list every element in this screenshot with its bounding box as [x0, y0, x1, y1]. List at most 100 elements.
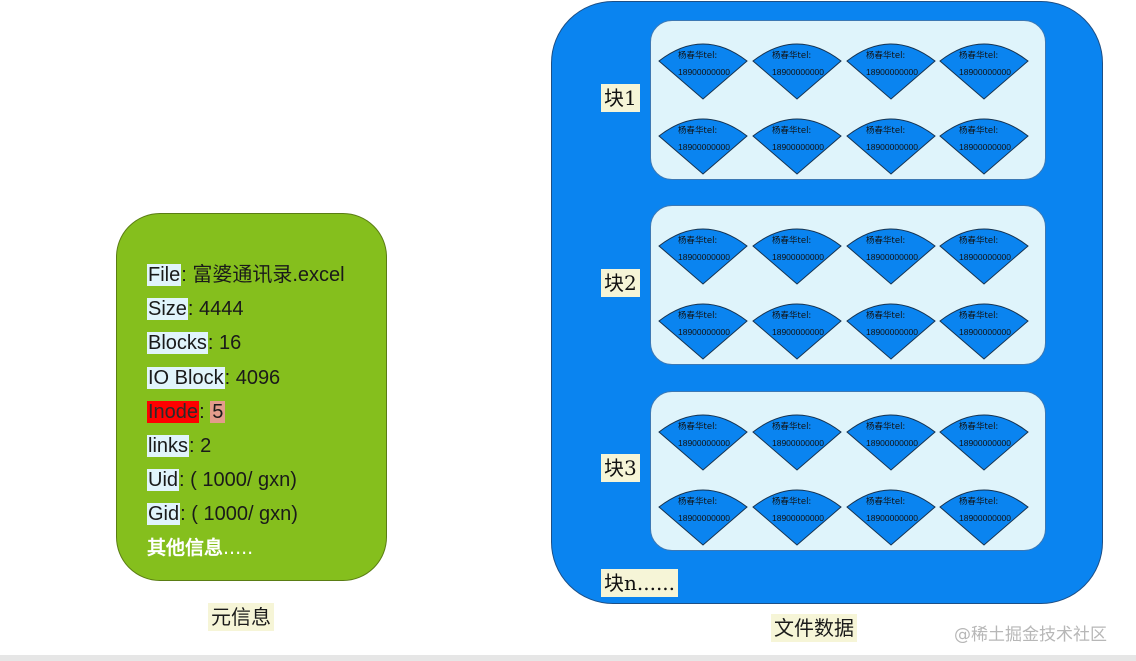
- fan-shape: [658, 43, 748, 100]
- record-phone: 18900000000: [772, 438, 825, 448]
- fan-shape: [658, 414, 748, 471]
- record-name: 杨春华tel:: [866, 126, 906, 136]
- record-name: 杨春华tel:: [866, 236, 906, 246]
- record-name: 杨春华tel:: [866, 422, 906, 432]
- record-fan: 杨春华tel:18900000000: [657, 487, 749, 549]
- fan-shape: [939, 228, 1029, 285]
- meta-value: : ( 1000/ gxn): [180, 503, 298, 525]
- fan-shape: [658, 489, 748, 546]
- record-fan: 杨春华tel: 18900000000: [938, 487, 1030, 549]
- record-fan: 杨春华tel:18900000000: [751, 41, 843, 103]
- meta-row-other: 其他信息.....: [147, 535, 253, 561]
- record-phone: 18900000000: [678, 67, 731, 77]
- record-phone: 18900000000: [959, 513, 1012, 523]
- record-name: 杨春华tel:: [772, 236, 812, 246]
- fan-shape: [846, 228, 936, 285]
- fan-shape: [846, 303, 936, 360]
- record-fan: 杨春华tel:18900000000: [938, 226, 1030, 288]
- metadata-caption: 元信息: [208, 603, 274, 631]
- record-phone: 18900000000: [959, 327, 1012, 337]
- fan-shape: [752, 414, 842, 471]
- record-name: 杨春华tel:: [678, 422, 718, 432]
- fan-shape: [752, 43, 842, 100]
- record-phone: 18900000000: [678, 327, 731, 337]
- record-name: 杨春华tel:: [772, 311, 812, 321]
- meta-value: : 2: [189, 435, 212, 457]
- record-phone: 18900000000: [772, 252, 825, 262]
- record-fan: 杨春华tel:18900000000: [845, 412, 937, 474]
- record-fan: 杨春华tel: 18900000000: [845, 301, 937, 363]
- file-data-caption: 文件数据: [771, 614, 857, 642]
- record-name: 杨春华tel:: [678, 236, 718, 246]
- record-fan: 杨春华tel:18900000000: [938, 412, 1030, 474]
- meta-key: Blocks: [147, 332, 208, 354]
- fan-shape: [846, 414, 936, 471]
- record-name: 杨春华tel:: [959, 126, 999, 136]
- fan-shape: [752, 118, 842, 175]
- record-fan: 杨春华tel: 18900000000: [845, 41, 937, 103]
- record-fan: 杨春华tel: 18900000000: [751, 226, 843, 288]
- record-name: 杨春华tel:: [959, 497, 999, 507]
- meta-row-links: links: 2: [147, 433, 211, 459]
- fan-shape: [752, 303, 842, 360]
- record-name: 杨春华tel:: [772, 497, 812, 507]
- record-phone: 18900000000: [678, 252, 731, 262]
- record-fan: 杨春华tel:18900000000: [657, 116, 749, 178]
- record-fan: 杨春华tel: 18900000000: [657, 301, 749, 363]
- record-fan: 杨春华tel:18900000000: [845, 226, 937, 288]
- meta-key: File: [147, 264, 182, 286]
- record-phone: 18900000000: [772, 142, 825, 152]
- fan-shape: [658, 228, 748, 285]
- record-phone: 18900000000: [866, 513, 919, 523]
- meta-row-uid: Uid: ( 1000/ gxn): [147, 467, 297, 493]
- meta-row-gid: Gid: ( 1000/ gxn): [147, 501, 298, 527]
- record-name: 杨春华tel:: [772, 422, 812, 432]
- record-phone: 18900000000: [772, 513, 825, 523]
- fan-shape: [939, 303, 1029, 360]
- record-phone: 18900000000: [866, 67, 919, 77]
- record-phone: 18900000000: [678, 438, 731, 448]
- block-label-3: 块3: [601, 454, 640, 482]
- meta-key: links: [147, 435, 190, 457]
- meta-row-blocks: Blocks: 16: [147, 330, 241, 356]
- meta-key: IO Block: [147, 367, 225, 389]
- record-phone: 18900000000: [772, 327, 825, 337]
- fan-shape: [846, 43, 936, 100]
- meta-value: : 16: [207, 332, 242, 354]
- fan-shape: [939, 414, 1029, 471]
- fan-shape: [752, 228, 842, 285]
- record-name: 杨春华tel:: [678, 311, 718, 321]
- record-name: 杨春华tel:: [866, 311, 906, 321]
- record-phone: 18900000000: [866, 142, 919, 152]
- record-phone: 18900000000: [959, 142, 1012, 152]
- record-fan: 杨春华tel: 18900000000: [657, 412, 749, 474]
- data-block-2: 杨春华tel: 18900000000 杨春华tel: 18900000000 杨春华t…: [650, 205, 1046, 365]
- block-label-2: 块2: [601, 269, 640, 297]
- record-name: 杨春华tel:: [866, 51, 906, 61]
- record-phone: 18900000000: [959, 67, 1012, 77]
- meta-key: Uid: [147, 469, 180, 491]
- record-fan: 杨春华tel: 18900000000: [845, 116, 937, 178]
- record-name: 杨春华tel:: [959, 311, 999, 321]
- record-name: 杨春华tel:: [866, 497, 906, 507]
- record-name: 杨春华tel:: [678, 51, 718, 61]
- meta-row-size: Size: 4444: [147, 296, 244, 322]
- record-phone: 18900000000: [866, 327, 919, 337]
- bottom-strip: [0, 655, 1136, 661]
- record-fan: 杨春华tel: 18900000000: [938, 301, 1030, 363]
- block-label-1: 块1: [601, 84, 640, 112]
- watermark: @稀土掘金技术社区: [954, 625, 1107, 645]
- record-fan: 杨春华tel: 18900000000: [657, 226, 749, 288]
- fan-shape: [658, 118, 748, 175]
- meta-separator: :: [199, 401, 211, 423]
- record-fan: 杨春华tel: 18900000000: [751, 301, 843, 363]
- record-phone: 18900000000: [678, 142, 731, 152]
- meta-value-inode: 5: [210, 401, 226, 423]
- fan-shape: [939, 43, 1029, 100]
- fan-shape: [658, 303, 748, 360]
- record-phone: 18900000000: [678, 513, 731, 523]
- record-name: 杨春华tel:: [959, 51, 999, 61]
- record-fan: 杨春华tel: 18900000000: [938, 41, 1030, 103]
- record-fan: 杨春华tel: 18900000000: [751, 487, 843, 549]
- record-fan: 杨春华tel: 18900000000: [845, 487, 937, 549]
